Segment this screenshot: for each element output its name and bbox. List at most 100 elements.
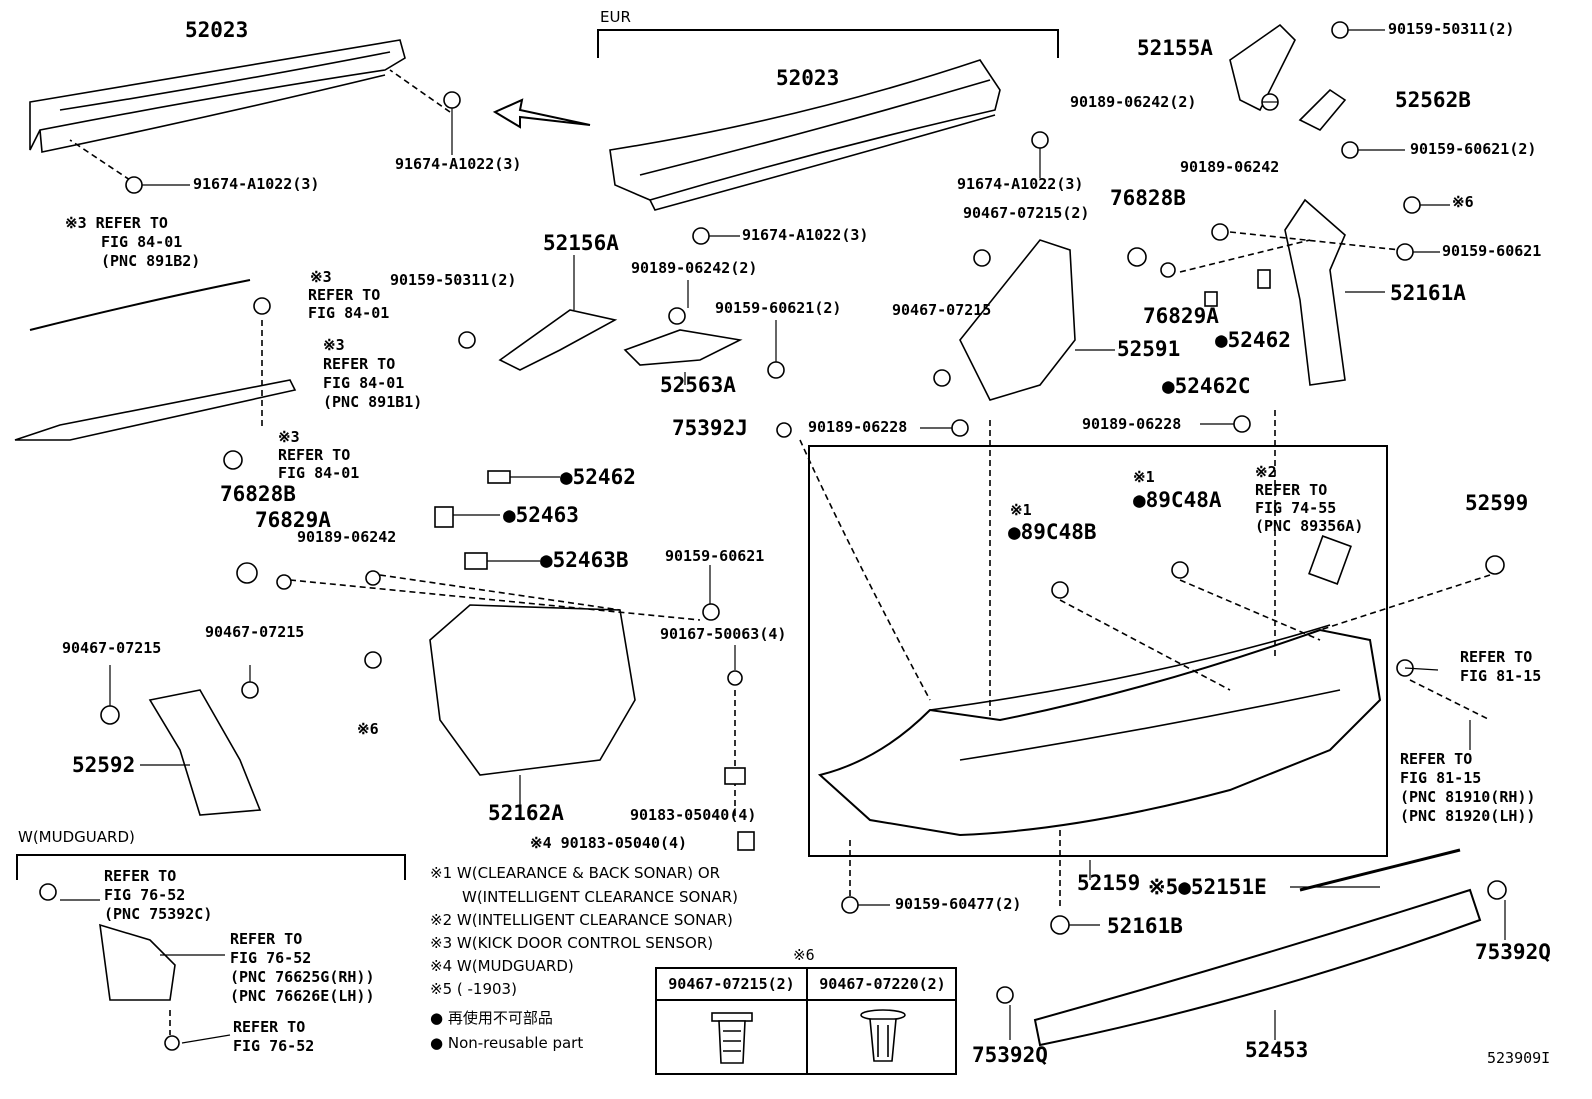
table-col-2-header[interactable]: 90467-07220(2) bbox=[808, 969, 957, 1001]
part-90183-05040-b[interactable]: ※4 90183-05040(4) bbox=[530, 834, 688, 852]
part-52161B[interactable]: 52161B bbox=[1107, 914, 1183, 938]
part-90189-06242-c[interactable]: 90189-06242(2) bbox=[631, 259, 758, 277]
part-52453[interactable]: 52453 bbox=[1245, 1038, 1309, 1062]
part-76828B-b[interactable]: 76828B bbox=[220, 482, 296, 506]
mudguard bbox=[99, 923, 176, 1001]
part-52162A[interactable]: 52162A bbox=[488, 801, 564, 825]
legend-en: ● Non-reusable part bbox=[430, 1034, 584, 1052]
part-91674-d[interactable]: 91674-A1022(3) bbox=[957, 175, 1084, 193]
part-52023-eur[interactable]: 52023 bbox=[776, 66, 840, 90]
note-3: ※3 W(KICK DOOR CONTROL SENSOR) bbox=[430, 934, 714, 952]
part-52161A[interactable]: 52161A bbox=[1390, 281, 1466, 305]
part-90467-07215-b[interactable]: 90467-07215 bbox=[62, 639, 162, 657]
note-1-cont: W(INTELLIGENT CLEARANCE SONAR) bbox=[462, 888, 739, 906]
reinforcement-beam-eur bbox=[609, 59, 1001, 201]
bracket-52562B bbox=[1298, 88, 1347, 131]
clip-icon bbox=[364, 651, 382, 669]
part-90167-50063[interactable]: 90167-50063(4) bbox=[660, 625, 787, 643]
part-90189-06242-d[interactable]: 90189-06242 bbox=[297, 528, 397, 546]
part-52462-a[interactable]: ●52462 bbox=[1215, 328, 1291, 352]
part-75392Q-b[interactable]: 75392Q bbox=[972, 1043, 1048, 1067]
part-76829A-b[interactable]: 76829A bbox=[255, 508, 331, 532]
part-52159[interactable]: 52159 bbox=[1077, 871, 1141, 895]
sonar-bracket-icon bbox=[1308, 535, 1352, 585]
table-col-2: 90467-07220(2) bbox=[806, 969, 957, 1073]
part-76829A-a[interactable]: 76829A bbox=[1143, 304, 1219, 328]
part-90467-07215-2[interactable]: 90467-07215(2) bbox=[963, 204, 1090, 222]
eur-label: EUR bbox=[600, 8, 631, 26]
table-col-1-header[interactable]: 90467-07215(2) bbox=[657, 969, 806, 1001]
bracket-52155A bbox=[1229, 23, 1296, 112]
clip-icon bbox=[223, 450, 243, 470]
part-52463B[interactable]: ●52463B bbox=[540, 548, 629, 572]
part-89C48B[interactable]: ●89C48B bbox=[1008, 520, 1097, 544]
part-52463[interactable]: ●52463 bbox=[503, 503, 579, 527]
pad-icon bbox=[1257, 269, 1271, 289]
part-52155A[interactable]: 52155A bbox=[1137, 36, 1213, 60]
part-52156A[interactable]: 52156A bbox=[543, 231, 619, 255]
part-75392Q-a[interactable]: 75392Q bbox=[1475, 940, 1551, 964]
part-note-6-b: ※6 bbox=[357, 720, 379, 738]
part-90159-60621-d[interactable]: 90159-60621 bbox=[665, 547, 765, 565]
part-90159-60621-b[interactable]: 90159-60621 bbox=[1442, 242, 1542, 260]
part-90159-50311-b[interactable]: 90159-50311(2) bbox=[390, 271, 517, 289]
clip-icon bbox=[1487, 880, 1507, 900]
sensor-bracket bbox=[14, 379, 297, 441]
part-76828B-a[interactable]: 76828B bbox=[1110, 186, 1186, 210]
clip-icon bbox=[1051, 581, 1069, 599]
part-90159-60621-c[interactable]: 90159-60621(2) bbox=[715, 299, 842, 317]
note-1: ※1 W(CLEARANCE & BACK SONAR) OR bbox=[430, 864, 721, 882]
part-90189-06242-a[interactable]: 90189-06242(2) bbox=[1070, 93, 1197, 111]
wiring-harness bbox=[29, 279, 251, 331]
part-90189-06242-b[interactable]: 90189-06242 bbox=[1180, 158, 1280, 176]
part-91674-a[interactable]: 91674-A1022(3) bbox=[193, 175, 320, 193]
clip-icon bbox=[668, 307, 686, 325]
bumper-assembly-frame bbox=[808, 445, 1388, 857]
clip-icon bbox=[1485, 555, 1505, 575]
part-90159-50311-a[interactable]: 90159-50311(2) bbox=[1388, 20, 1515, 38]
part-90183-05040-a[interactable]: 90183-05040(4) bbox=[630, 806, 757, 824]
part-90159-60477[interactable]: 90159-60477(2) bbox=[895, 895, 1022, 913]
clip-table: 90467-07215(2) 90467-07220(2) bbox=[655, 967, 957, 1075]
reinforcement-beam-left bbox=[29, 39, 406, 151]
clip-icon bbox=[236, 562, 258, 584]
part-52599[interactable]: 52599 bbox=[1465, 491, 1529, 515]
part-52563A[interactable]: 52563A bbox=[660, 373, 736, 397]
clip-07220-icon bbox=[860, 1009, 906, 1062]
part-52592[interactable]: 52592 bbox=[72, 753, 136, 777]
part-90467-07215-a[interactable]: 90467-07215 bbox=[892, 301, 992, 319]
clip-icon bbox=[1160, 262, 1176, 278]
part-52462-b[interactable]: ●52462 bbox=[560, 465, 636, 489]
part-90467-07215-c[interactable]: 90467-07215 bbox=[205, 623, 305, 641]
bolt-icon bbox=[702, 603, 720, 621]
part-89C48A[interactable]: ●89C48A bbox=[1133, 488, 1222, 512]
part-52023[interactable]: 52023 bbox=[185, 18, 249, 42]
part-90189-06228-b[interactable]: 90189-06228 bbox=[1082, 415, 1182, 433]
part-52562B[interactable]: 52562B bbox=[1395, 88, 1471, 112]
nut-icon bbox=[724, 767, 746, 785]
part-90159-60621-a[interactable]: 90159-60621(2) bbox=[1410, 140, 1537, 158]
part-91674-b[interactable]: 91674-A1022(3) bbox=[395, 155, 522, 173]
nut-icon bbox=[737, 831, 755, 851]
part-52591[interactable]: 52591 bbox=[1117, 337, 1181, 361]
clip-icon bbox=[973, 249, 991, 267]
part-52462C[interactable]: ●52462C bbox=[1162, 374, 1251, 398]
lower-trim-52453 bbox=[1033, 888, 1482, 1047]
part-90189-06228-a[interactable]: 90189-06228 bbox=[808, 418, 908, 436]
figure-number: 523909I bbox=[1487, 1049, 1551, 1067]
part-52151E[interactable]: ※5●52151E bbox=[1148, 875, 1267, 899]
part-75392J[interactable]: 75392J bbox=[672, 416, 748, 440]
note-ref-1-a: ※1 bbox=[1133, 468, 1155, 486]
part-91674-c[interactable]: 91674-A1022(3) bbox=[742, 226, 869, 244]
clip-icon bbox=[365, 570, 381, 586]
